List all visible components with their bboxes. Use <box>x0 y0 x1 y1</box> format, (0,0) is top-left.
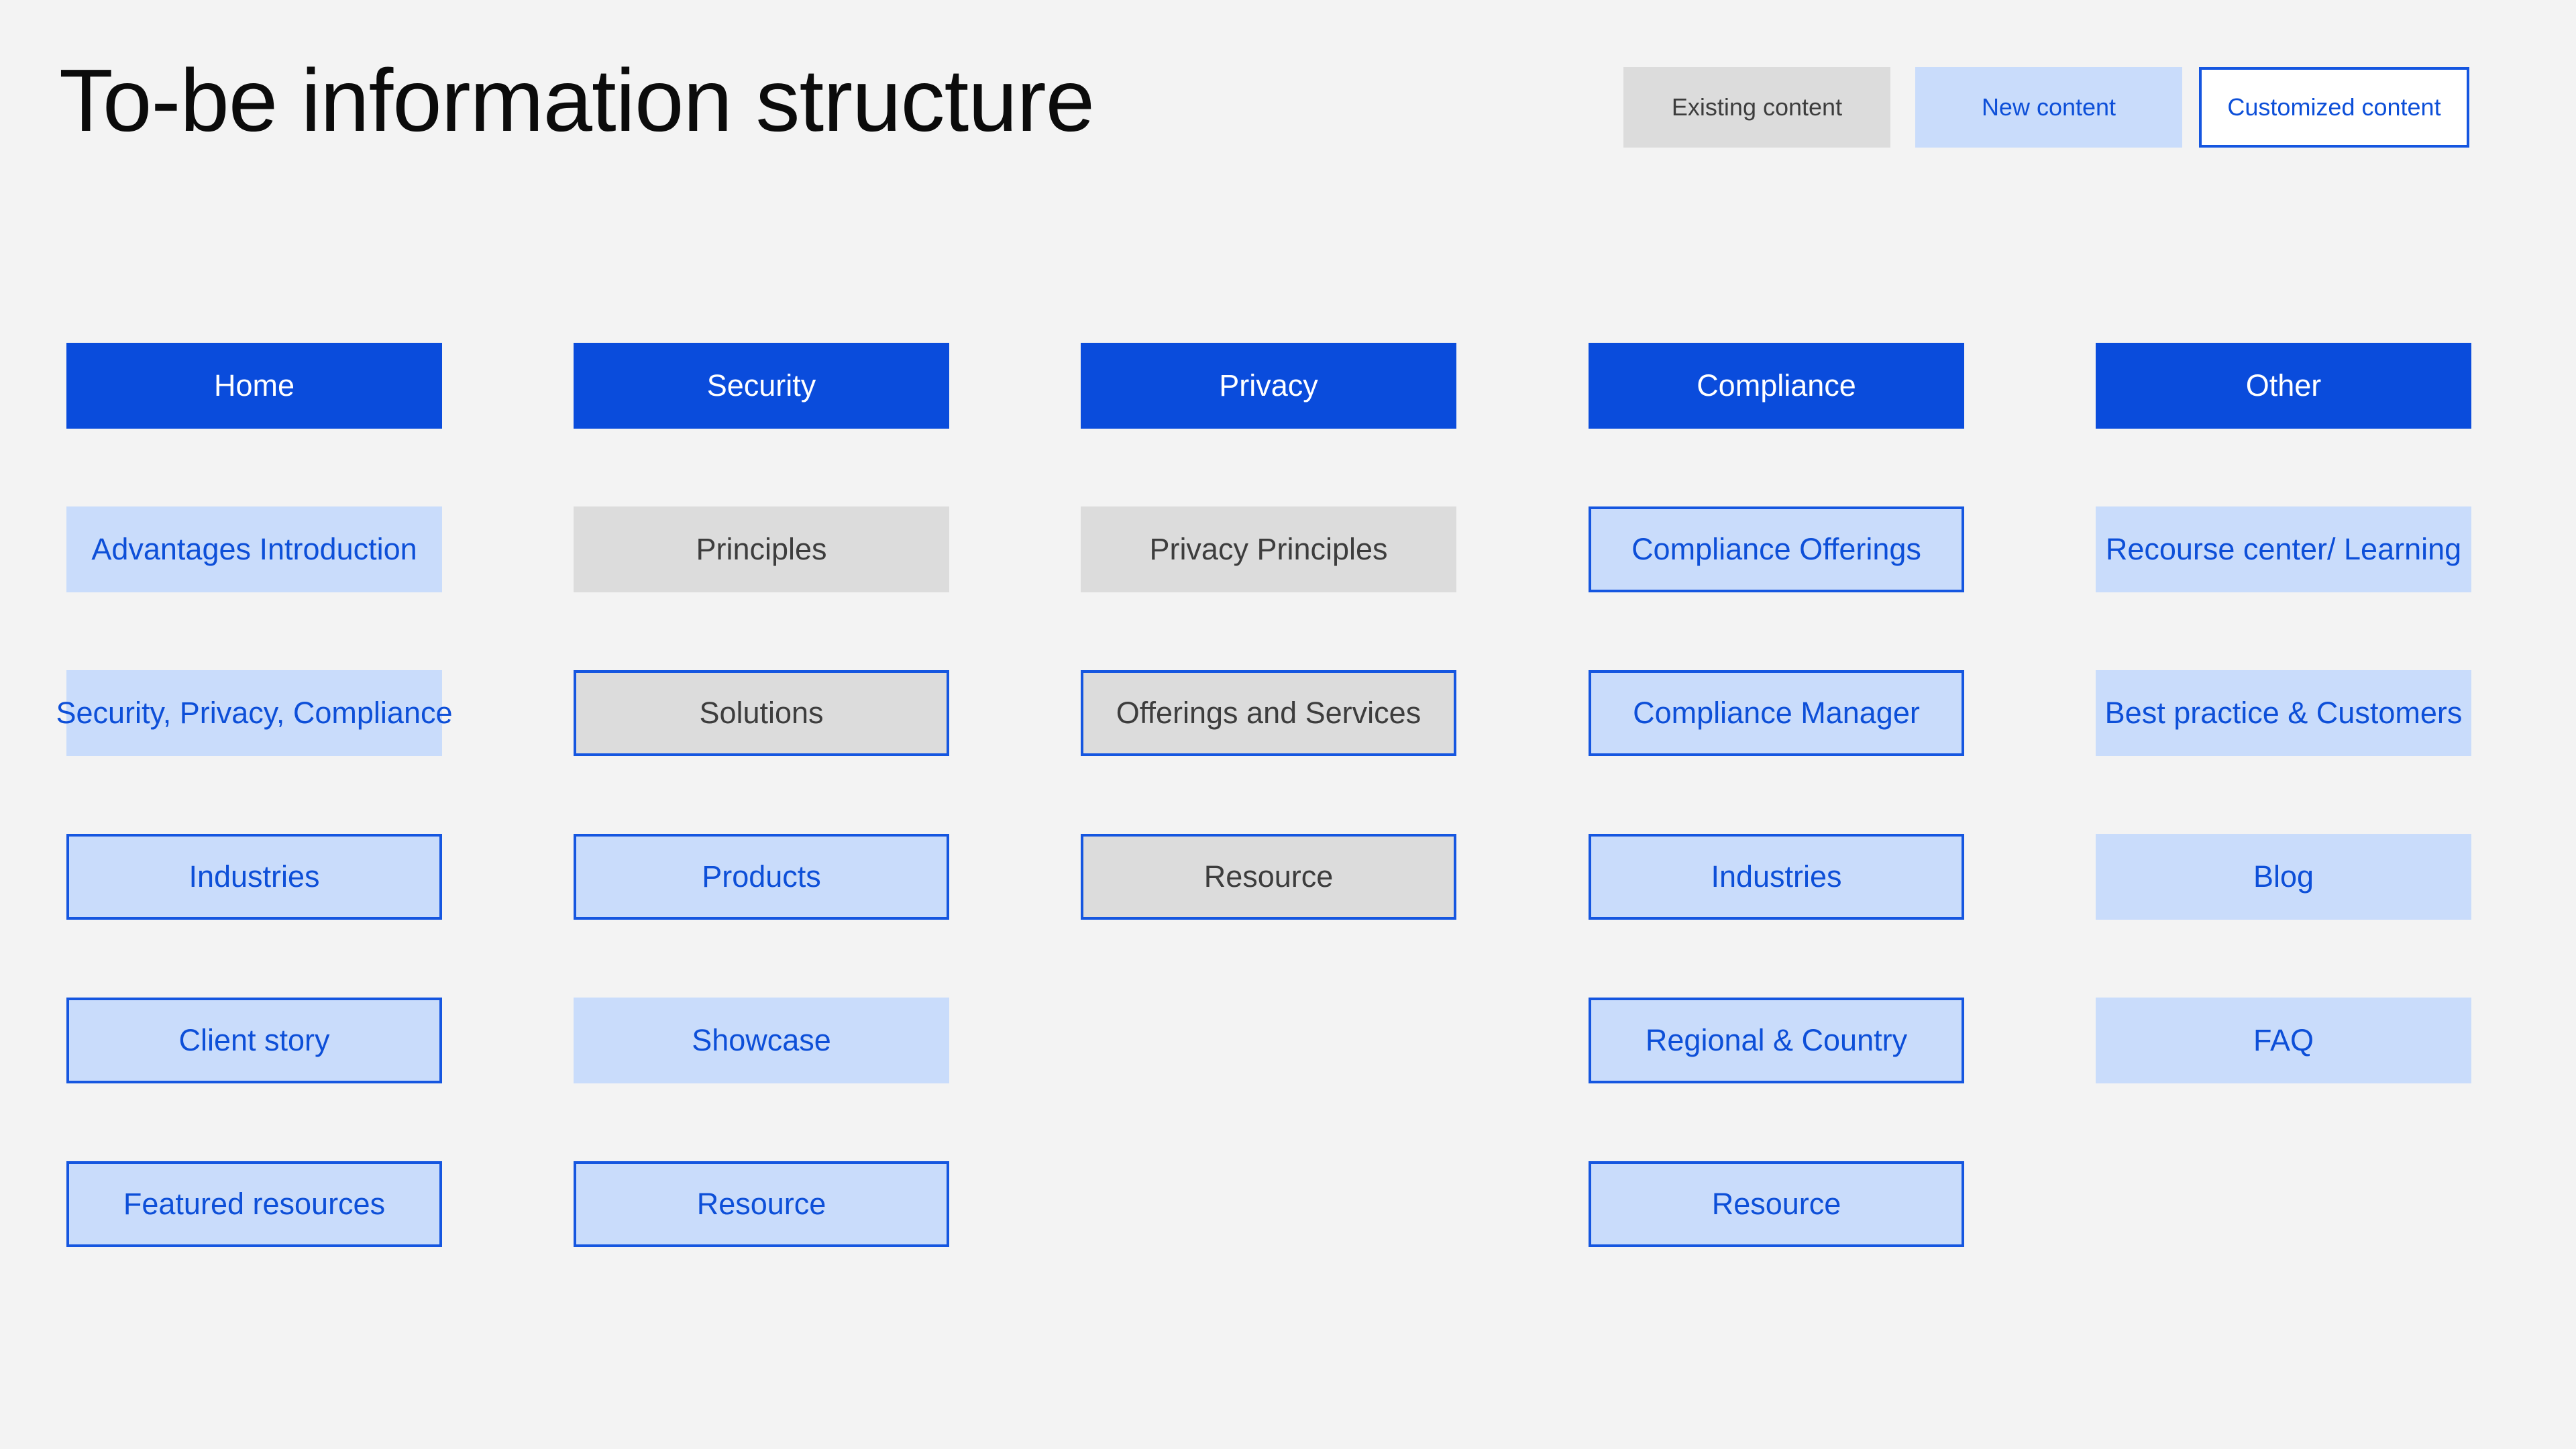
page-title: To-be information structure <box>59 51 1095 150</box>
node-security-solutions: Solutions <box>574 670 949 756</box>
node-advantages-introduction: Advantages Introduction <box>66 506 442 592</box>
node-best-practice-customers: Best practice & Customers <box>2096 670 2471 756</box>
node-compliance-offerings: Compliance Offerings <box>1589 506 1964 592</box>
node-compliance-manager: Compliance Manager <box>1589 670 1964 756</box>
node-privacy-resource: Resource <box>1081 834 1456 920</box>
node-featured-resources: Featured resources <box>66 1161 442 1247</box>
node-security-resource: Resource <box>574 1161 949 1247</box>
node-compliance-resource: Resource <box>1589 1161 1964 1247</box>
column-header-privacy: Privacy <box>1081 343 1456 429</box>
column-header-home: Home <box>66 343 442 429</box>
node-client-story: Client story <box>66 998 442 1083</box>
node-security-products: Products <box>574 834 949 920</box>
node-compliance-industries: Industries <box>1589 834 1964 920</box>
legend-new-content: New content <box>1915 67 2182 148</box>
node-faq: FAQ <box>2096 998 2471 1083</box>
node-resource-center-learning: Recourse center/ Learning <box>2096 506 2471 592</box>
node-privacy-principles: Privacy Principles <box>1081 506 1456 592</box>
node-security-privacy-compliance: Security, Privacy, Compliance <box>56 670 453 756</box>
node-blog: Blog <box>2096 834 2471 920</box>
legend-customized-content: Customized content <box>2199 67 2469 148</box>
node-offerings-and-services: Offerings and Services <box>1081 670 1456 756</box>
column-header-other: Other <box>2096 343 2471 429</box>
node-security-principles: Principles <box>574 506 949 592</box>
node-security-showcase: Showcase <box>574 998 949 1083</box>
column-header-compliance: Compliance <box>1589 343 1964 429</box>
column-header-security: Security <box>574 343 949 429</box>
legend-existing-content: Existing content <box>1623 67 1890 148</box>
node-regional-country: Regional & Country <box>1589 998 1964 1083</box>
node-home-industries: Industries <box>66 834 442 920</box>
